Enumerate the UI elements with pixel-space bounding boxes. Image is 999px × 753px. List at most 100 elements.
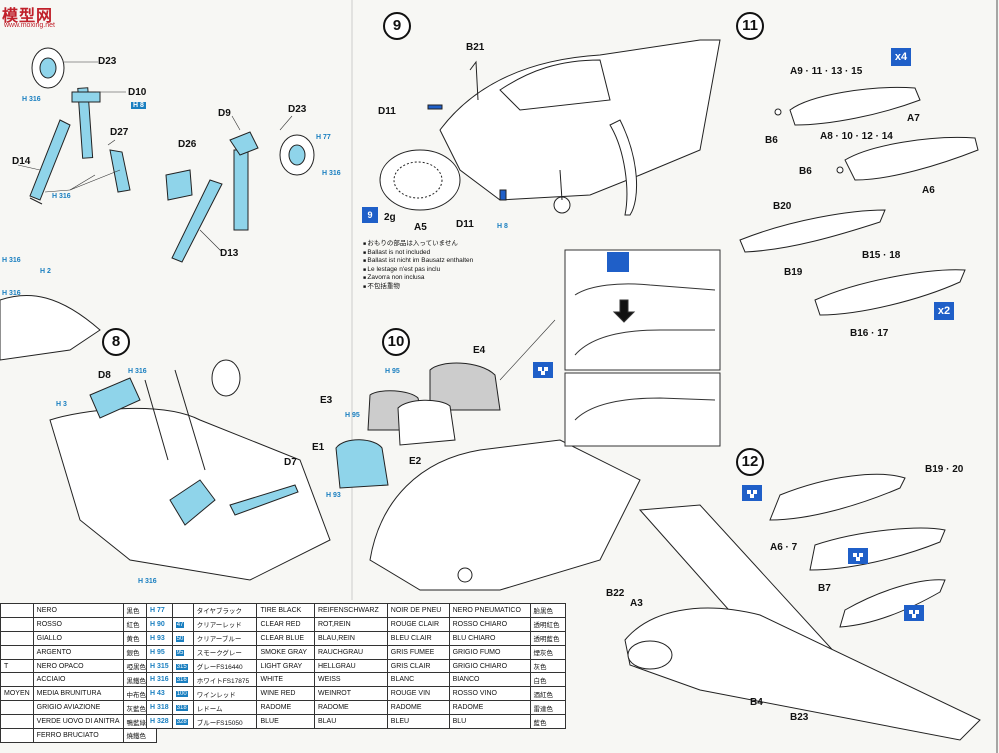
color-code: H 318 [146,700,173,716]
paint-callout: H 93 [326,492,341,499]
paint-callout: H 316 [52,193,71,200]
note-line: 不包括重物 [363,283,473,292]
color-name-de: BLAU,REIN [313,630,388,646]
mr-color-code: 95 [171,644,194,660]
color-name-en: LIGHT GRAY [256,658,315,674]
mr-color-code: 50 [171,630,194,646]
step10-canopy-illustration [335,362,641,591]
mr-color-code-chip: 318 [175,705,188,712]
part-label: D11 [456,219,474,230]
mr-color-code-chip: 315 [175,663,188,670]
color-name-de: RAUCHGRAU [313,644,388,660]
part-label: B20 [773,201,792,212]
color-name-it: GIALLO [32,630,124,646]
color-name-cn: 藍色 [529,714,567,730]
color-name-en: SMOKE GRAY [256,644,315,660]
part-label: A6 · 7 [770,542,798,553]
part-label: B16 · 17 [850,328,889,339]
note-line: Ballast ist nicht im Bausatz enthalten [363,257,473,266]
color-name-de: BLAU [313,714,388,730]
part-label: E2 [409,456,422,467]
color-name-it: GRIGIO FUMO [448,644,531,660]
color-code: H 315 [146,658,173,674]
color-name-it: GRIGIO CHIARO [448,658,531,674]
paint-callout: H 77 [316,134,331,141]
color-name-it: ROSSO VINO [448,686,531,702]
part-label: A3 [630,598,643,609]
color-name-en: RADOME [256,700,315,716]
color-name-it: NERO OPACO [32,658,124,674]
part-label: D23 [98,56,117,67]
color-edge-cell [0,616,34,632]
part-label: E3 [320,395,333,406]
ballast-weight: 2g [384,212,396,223]
part-label: A9 · 11 · 13 · 15 [790,66,863,77]
color-name-it: GRIGIO AVIAZIONE [32,700,124,716]
paint-callout: H 316 [322,170,341,177]
color-name-jp: レドーム [192,700,258,716]
part-label: A7 [907,113,920,124]
step-9-number: 9 [383,12,411,40]
mr-color-code-chip: 50 [175,635,185,642]
main-gear-left-illustration [29,47,131,205]
color-name-jp: ホワイトFS17875 [192,672,258,688]
note-line: Zavorra non inclusa [363,274,473,283]
quantity-x4-badge: x4 [891,48,911,66]
paint-callout: H 316 [138,578,157,585]
part-label: B19 · 20 [925,464,964,475]
mr-color-code: 328 [171,714,194,730]
step12-wing-stores-illustration [624,473,981,741]
paint-callout: H 95 [345,412,360,419]
color-name-fr: GRIS FUMEE [386,644,450,660]
part-label: D13 [220,248,239,259]
paint-callout: H 316 [2,290,21,297]
mr-color-code: 47 [171,616,194,632]
color-name-it: BIANCO [448,672,531,688]
color-code: H 43 [146,686,173,702]
part-label: A5 [414,222,427,233]
step-8-number: 8 [102,328,130,356]
canopy-position-insets [564,249,721,447]
color-name-fr: BLEU [386,714,450,730]
color-name-fr: ROUGE VIN [386,686,450,702]
color-name-jp: クリアーブルー [192,630,258,646]
color-name-jp: グレーFS16440 [192,658,258,674]
note-line: おもりの部品は入っていません [363,240,473,249]
color-name-en: CLEAR BLUE [256,630,315,646]
paint-callout: H 8 [131,102,146,109]
color-edge-cell [0,700,34,716]
color-name-en: CLEAR RED [256,616,315,632]
note-line: Le lestage n'est pas inclu [363,266,473,275]
color-code: H 93 [146,630,173,646]
color-name-fr: NOIR DE PNEU [386,603,450,618]
step-11-number: 11 [736,12,764,40]
step8-wheelwell-illustration [0,294,331,581]
part-label: A6 [922,185,935,196]
step-10-number: 10 [382,328,410,356]
color-edge-cell: T [0,658,34,674]
paint-callout: H 2 [40,268,51,275]
color-name-cn: 灰色 [529,658,567,674]
ballast-part-number: 9 [362,207,378,223]
part-label: D8 [98,370,111,381]
color-name-en: WINE RED [256,686,315,702]
color-edge-cell [0,603,34,618]
note-line: Ballast is not included [363,249,473,258]
step11-tanks-illustration [739,87,979,316]
color-name-cn: 雷達色 [529,700,567,716]
color-name-fr: GRIS CLAIR [386,658,450,674]
color-name-jp: ワインレッド [192,686,258,702]
